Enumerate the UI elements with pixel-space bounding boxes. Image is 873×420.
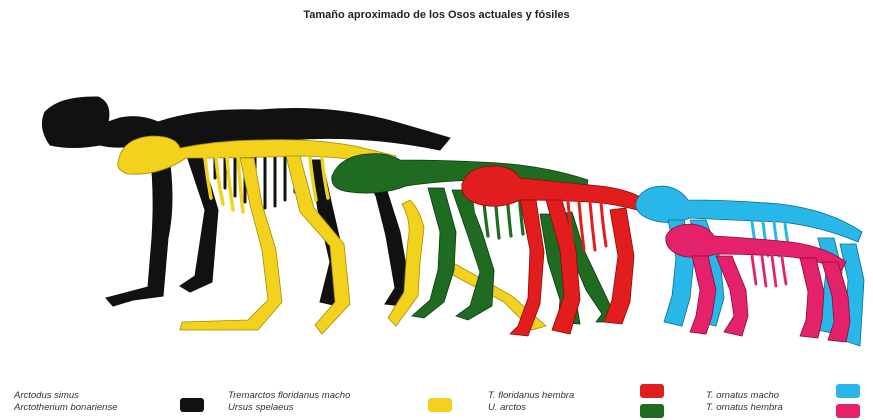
legend-label: T. floridanus hembra — [488, 390, 574, 402]
legend-item-3: T. floridanus hembra U. arctos — [488, 390, 574, 414]
legend-item-4: T. ornatus macho T. ornatus hembra — [706, 390, 783, 414]
skeleton-arctodus — [42, 97, 450, 306]
legend-label: Tremarctos floridanus macho — [228, 390, 350, 402]
legend-swatch-black — [180, 398, 204, 412]
legend-swatch-cyan — [836, 384, 860, 398]
legend-label: T. ornatus hembra — [706, 402, 783, 414]
legend-item-2: Tremarctos floridanus macho Ursus spelae… — [228, 390, 350, 414]
legend-label: Arctotherium bonariense — [14, 402, 118, 414]
legend-label: Ursus spelaeus — [228, 402, 350, 414]
legend-swatch-yellow — [428, 398, 452, 412]
legend-swatch-pink — [836, 404, 860, 418]
legend-label: Arctodus simus — [14, 390, 118, 402]
legend-swatch-green — [640, 404, 664, 418]
legend-label: T. ornatus macho — [706, 390, 783, 402]
legend-label: U. arctos — [488, 402, 574, 414]
legend-item-1: Arctodus simus Arctotherium bonariense — [14, 390, 118, 414]
legend-swatch-red — [640, 384, 664, 398]
